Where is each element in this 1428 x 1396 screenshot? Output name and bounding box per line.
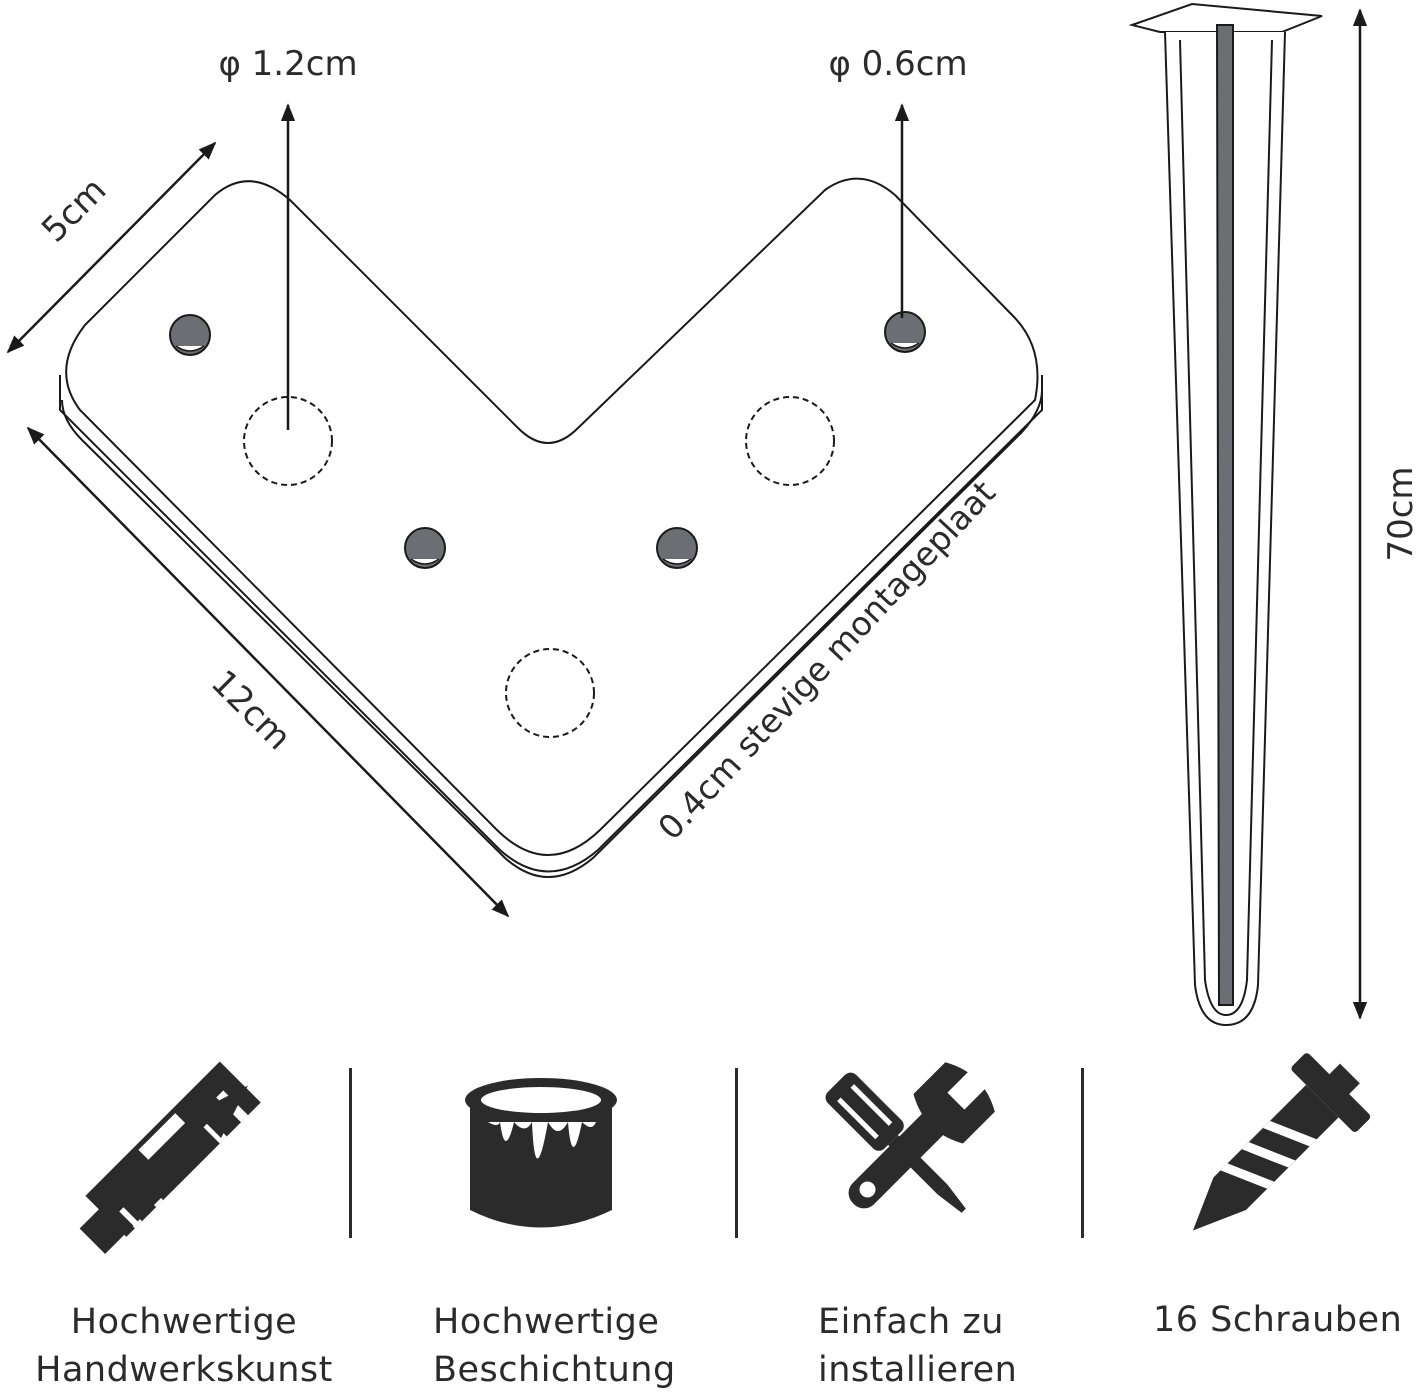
screw-icon — [1192, 1053, 1371, 1231]
tools-icon — [825, 1062, 995, 1213]
leg-top-plate — [1128, 2, 1323, 33]
large-hole — [745, 396, 835, 486]
dimension-arrows — [6, 8, 1368, 1020]
small-hole — [404, 527, 446, 569]
large-hole-label: φ 1.2cm — [218, 44, 357, 84]
feature-line-1: 16 Schrauben — [1153, 1300, 1403, 1340]
feature-label-coating: Hochwertige Beschichtung — [433, 1298, 723, 1394]
mounting-plate — [59, 177, 1043, 878]
large-hole — [505, 648, 595, 738]
hairpin-leg — [1128, 2, 1323, 1027]
feature-line-2: installieren — [818, 1350, 1018, 1390]
feature-label-craftsmanship: Hochwertige Handwerkskunst — [34, 1298, 334, 1394]
leg-rod — [1215, 24, 1234, 1006]
plate-arm-label: 12cm — [203, 662, 299, 758]
feature-label-screws: 16 Schrauben — [1153, 1296, 1413, 1344]
arm-dimension-arrow — [26, 426, 510, 918]
plate-top-face — [65, 177, 1039, 856]
small-hole — [884, 311, 926, 353]
feature-line-1: Einfach zu — [818, 1302, 1004, 1342]
feature-label-install: Einfach zu installieren — [818, 1298, 1078, 1394]
plate-bottom-edge — [61, 389, 1043, 878]
paint-bucket-icon — [465, 1078, 617, 1228]
feature-line-1: Hochwertige — [433, 1302, 660, 1342]
feature-line-2: Handwerkskunst — [35, 1350, 333, 1390]
plate-side-label: 5cm — [34, 170, 114, 250]
small-hole — [169, 314, 211, 356]
feature-divider — [349, 1068, 352, 1238]
leg-inner-outline — [1179, 39, 1273, 1017]
small-hole-label: φ 0.6cm — [828, 44, 967, 84]
feature-line-1: Hochwertige — [70, 1302, 298, 1342]
feature-divider — [735, 1068, 738, 1238]
side-dimension-arrow — [6, 141, 217, 354]
feature-divider — [1081, 1068, 1084, 1238]
small-hole — [656, 527, 698, 569]
leg-height-label: 70cm — [1381, 466, 1421, 561]
pencil-ruler-icon — [79, 1061, 261, 1254]
feature-line-2: Beschichtung — [433, 1350, 676, 1390]
